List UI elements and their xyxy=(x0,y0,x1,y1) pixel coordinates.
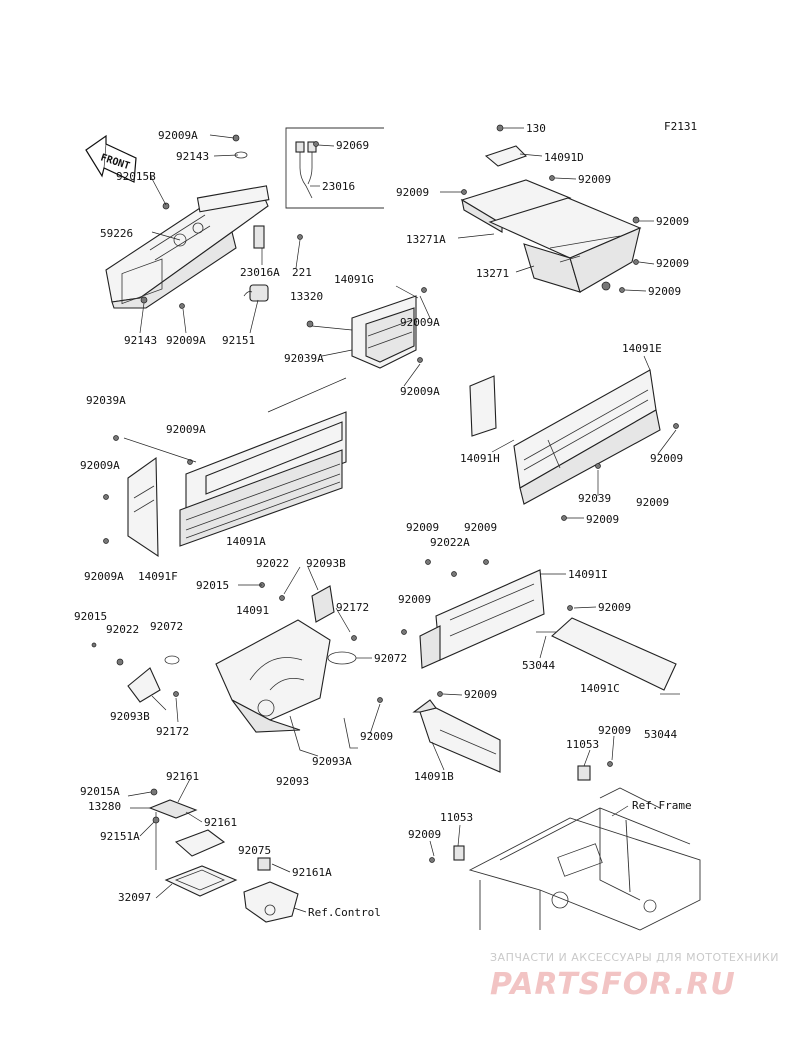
callout: 92151A xyxy=(100,830,140,843)
callout: 92009 xyxy=(598,601,631,614)
callout: 130 xyxy=(526,122,546,135)
control-ref-label: Ref.Control xyxy=(308,906,381,919)
callout: 92039 xyxy=(578,492,611,505)
callout: 92172 xyxy=(156,725,189,738)
guard-14091G xyxy=(306,287,427,369)
callout: 92009 xyxy=(650,452,683,465)
callout: 14091F xyxy=(138,570,178,583)
watermark-brand: PARTSFOR.RU xyxy=(490,967,736,1002)
callout: 92009 xyxy=(656,257,689,270)
callout: 92022A xyxy=(430,536,470,549)
callout: 92009 xyxy=(406,521,439,534)
callout: 92022 xyxy=(106,623,139,636)
callout: 92009 xyxy=(656,215,689,228)
callout: 92015 xyxy=(74,610,107,623)
battery-holddown xyxy=(148,788,299,923)
callout: 92009 xyxy=(648,285,681,298)
watermark-tagline: ЗАПЧАСТИ И АКСЕССУАРЫ ДЛЯ МОТОТЕХНИКИ xyxy=(490,951,779,964)
callout: 23016A xyxy=(240,266,280,279)
bracket-92093B xyxy=(91,642,180,703)
callout: 92009A xyxy=(166,423,206,436)
callout: 92009A xyxy=(400,385,440,398)
callout: 92039A xyxy=(284,352,324,365)
callout: 92009 xyxy=(464,521,497,534)
callout: 14091E xyxy=(622,342,662,355)
callout: 11053 xyxy=(440,811,473,824)
wiring-harness-inset xyxy=(285,127,384,209)
callout: 92009A xyxy=(158,129,198,142)
callout: 92039A xyxy=(86,394,126,407)
callout: 92093B xyxy=(306,557,346,570)
cover-14091A xyxy=(113,377,347,547)
frame-ref-label: Ref.Frame xyxy=(632,799,692,812)
callout: 92143 xyxy=(176,150,209,163)
callout: 11053 xyxy=(566,738,599,751)
callout: 92009A xyxy=(166,334,206,347)
cover-14091E xyxy=(469,369,679,521)
callout: 59226 xyxy=(100,227,133,240)
callout: 92093B xyxy=(110,710,150,723)
callout: 221 xyxy=(292,266,312,279)
callout: 14091D xyxy=(544,151,584,164)
callout: 92072 xyxy=(374,652,407,665)
instrument-panel-assembly xyxy=(105,134,303,309)
callout: 92009 xyxy=(586,513,619,526)
callout: 23016 xyxy=(322,180,355,193)
callout: 92072 xyxy=(150,620,183,633)
callout: 92015 xyxy=(196,579,229,592)
callout: 14091C xyxy=(580,682,620,695)
callout: 92172 xyxy=(336,601,369,614)
callout: 92009 xyxy=(360,730,393,743)
cover-14091I xyxy=(401,559,545,669)
callout: 32097 xyxy=(118,891,151,904)
callout: 92151 xyxy=(222,334,255,347)
callout: 92143 xyxy=(124,334,157,347)
floor-pan-14091 xyxy=(215,582,383,757)
callout: 92009 xyxy=(598,724,631,737)
callout: 92075 xyxy=(238,844,271,857)
callout: 13271 xyxy=(476,267,509,280)
callout: 92009A xyxy=(80,459,120,472)
bracket-14091F xyxy=(103,456,159,558)
front-arrow-icon: FRONT xyxy=(85,134,137,183)
cover-14091B xyxy=(412,691,501,773)
callout: 92009 xyxy=(396,186,429,199)
callout: 14091 xyxy=(236,604,269,617)
plate-14091C xyxy=(536,605,680,695)
callout: 92009 xyxy=(408,828,441,841)
callout: 92022 xyxy=(256,557,289,570)
tray-assembly-13271 xyxy=(460,124,642,293)
callout: 92161 xyxy=(166,770,199,783)
callout: 92009A xyxy=(84,570,124,583)
callout: 13271A xyxy=(406,233,446,246)
figure-id: F2131 xyxy=(664,120,697,133)
callout: 92009 xyxy=(636,496,669,509)
callout: 92161 xyxy=(204,816,237,829)
callout: 14091H xyxy=(460,452,500,465)
callout: 14091G xyxy=(334,273,374,286)
callout: 92009 xyxy=(464,688,497,701)
callout: 53044 xyxy=(522,659,555,672)
callout: 53044 xyxy=(644,728,677,741)
callout: 92093 xyxy=(276,775,309,788)
callout: 92093A xyxy=(312,755,352,768)
callout: 14091A xyxy=(226,535,266,548)
callout: 13280 xyxy=(88,800,121,813)
callout: 92069 xyxy=(336,139,369,152)
callout: 92015A xyxy=(80,785,120,798)
callout: 92161A xyxy=(292,866,332,879)
callout: 92015B xyxy=(116,170,156,183)
callout: 92009 xyxy=(578,173,611,186)
frame-reference xyxy=(429,761,701,931)
callout: 14091I xyxy=(568,568,608,581)
callout: 14091B xyxy=(414,770,454,783)
callout: 92009 xyxy=(398,593,431,606)
callout: 92009A xyxy=(400,316,440,329)
callout: 13320 xyxy=(290,290,323,303)
